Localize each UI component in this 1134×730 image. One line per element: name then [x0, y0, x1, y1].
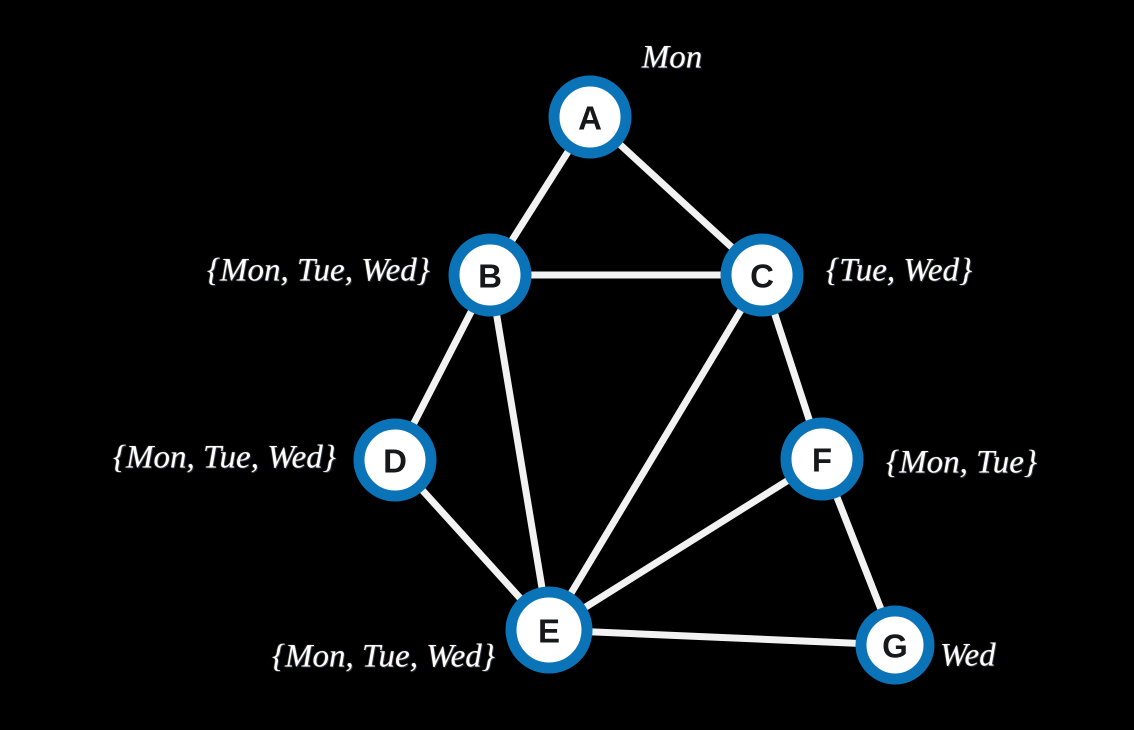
domain-label-g: Wed [940, 637, 996, 674]
graph-node-d[interactable]: D [353, 418, 437, 502]
node-circle-a [548, 75, 632, 159]
graph-node-e[interactable]: E [505, 586, 593, 674]
node-letter-g: G [882, 628, 908, 665]
node-circle-b [448, 233, 532, 317]
graph-edge-e-f [545, 455, 826, 634]
nodes-layer: A B C D E F G [353, 75, 935, 685]
node-circle-c [720, 233, 804, 317]
graph-node-c[interactable]: C [720, 233, 804, 317]
graph-node-f[interactable]: F [780, 417, 864, 501]
node-letter-f: F [812, 442, 832, 479]
domain-label-d: {Mon, Tue, Wed} [112, 439, 336, 476]
domain-label-e: {Mon, Tue, Wed} [271, 638, 495, 675]
domain-label-c: {Tue, Wed} [826, 252, 973, 289]
node-letter-d: D [383, 443, 407, 480]
node-letter-e: E [538, 613, 560, 650]
graph-edge-b-e [486, 271, 553, 634]
node-letter-c: C [750, 258, 774, 295]
node-letter-a: A [578, 100, 602, 137]
domain-label-b: {Mon, Tue, Wed} [206, 252, 430, 289]
graph-edge-e-g [545, 626, 899, 649]
domain-label-f: {Mon, Tue} [886, 444, 1038, 481]
graph-node-b[interactable]: B [448, 233, 532, 317]
graph-node-a[interactable]: A [548, 75, 632, 159]
graph-edge-c-e [545, 271, 766, 634]
edges-layer [391, 113, 899, 649]
node-circle-e [505, 586, 593, 674]
domain-label-a: Mon [641, 39, 703, 76]
graph-node-g[interactable]: G [855, 605, 935, 685]
node-circle-d [353, 418, 437, 502]
node-circle-f [780, 417, 864, 501]
node-letter-b: B [478, 258, 502, 295]
node-circle-g [855, 605, 935, 685]
